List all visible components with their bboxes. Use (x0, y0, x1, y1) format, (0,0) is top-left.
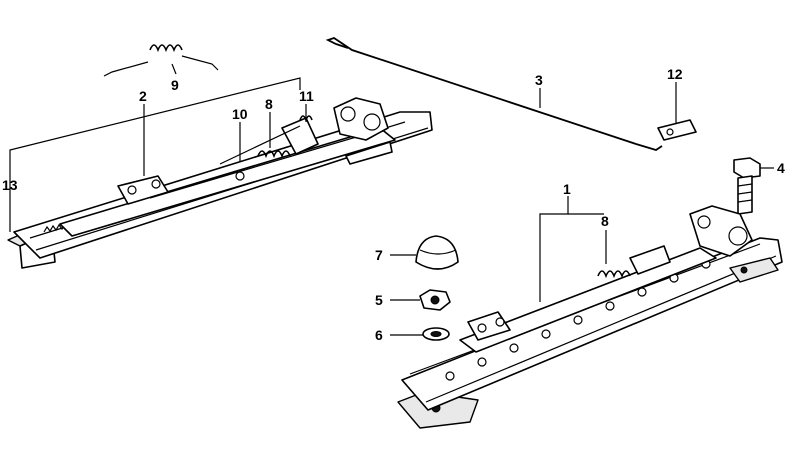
bolt-part-4 (733, 157, 761, 215)
washer-part-6 (422, 327, 450, 341)
cap-part-7 (415, 235, 459, 270)
nut-part-5 (419, 289, 451, 311)
rod-part-3 (325, 37, 663, 151)
leader-lines (9, 63, 774, 336)
callout-labels: 1 2 3 4 5 6 7 8 8 9 10 11 12 13 (2, 66, 785, 343)
callout-11: 11 (299, 88, 314, 104)
callout-7: 7 (375, 247, 383, 263)
callout-9: 9 (171, 77, 179, 93)
right-seat-rail (397, 205, 783, 429)
callout-6: 6 (375, 327, 383, 343)
callout-8-left: 8 (265, 96, 273, 112)
callout-4: 4 (777, 160, 785, 176)
spring-part-9 (103, 44, 219, 77)
callout-8-right: 8 (601, 213, 609, 229)
callout-2: 2 (139, 88, 147, 104)
callout-12: 12 (667, 66, 683, 82)
callout-1: 1 (563, 181, 571, 197)
callout-10: 10 (232, 106, 248, 122)
callout-3: 3 (535, 72, 543, 88)
callout-13: 13 (2, 177, 18, 193)
clip-part-12 (657, 119, 697, 141)
left-seat-rail (7, 97, 433, 269)
callout-5: 5 (375, 292, 383, 308)
